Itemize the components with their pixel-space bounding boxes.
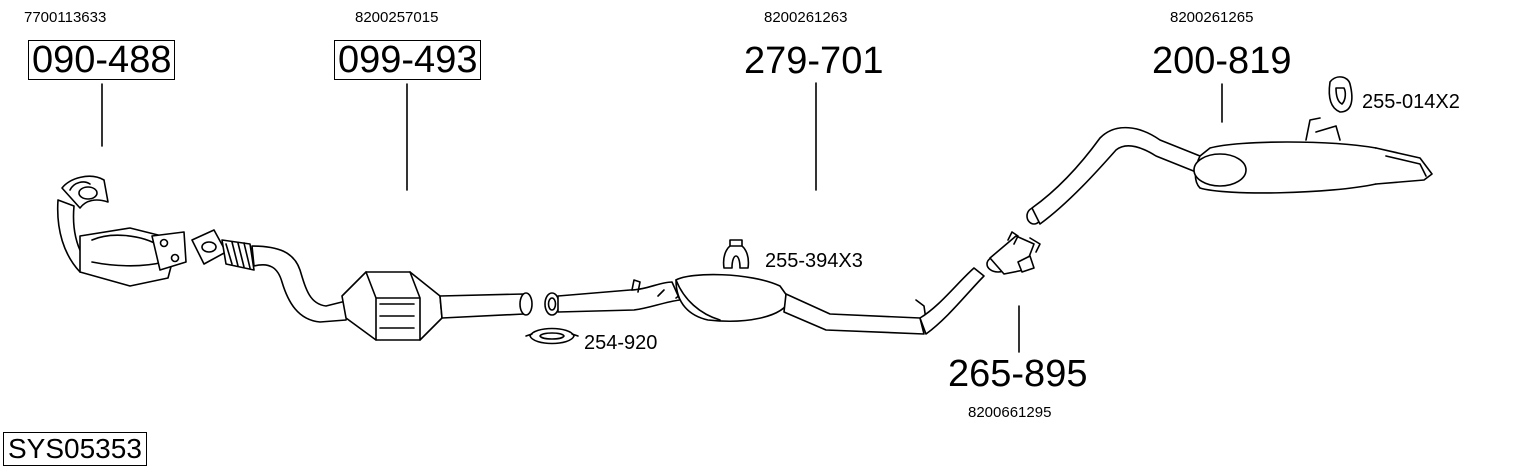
accessory-label-2: 255-394X3: [765, 250, 863, 272]
connector-clamp-part: [986, 231, 1041, 275]
center-silencer-part: [544, 267, 985, 335]
oem-number-3: 8200261263: [764, 9, 848, 26]
accessory-label-1: 255-014X2: [1362, 91, 1460, 113]
oem-number-2: 8200257015: [355, 9, 439, 26]
accessory-label-3: 254-920: [584, 332, 658, 354]
part-number-5: 265-895: [948, 353, 1088, 395]
manifold-downpipe-part: [56, 175, 187, 287]
mount-255-394-icon: [722, 239, 750, 269]
part-number-2: 099-493: [334, 40, 482, 80]
part-number-4: 200-819: [1152, 40, 1292, 82]
part-number-1: 090-488: [28, 40, 176, 80]
oem-number-1: 7700113633: [24, 9, 107, 26]
hanger-255-014-icon: [1328, 76, 1353, 113]
rear-silencer-part: [1026, 117, 1433, 225]
front-pipe-catalyst-part: [191, 229, 533, 341]
part-number-3: 279-701: [744, 40, 884, 82]
clamp-254-920-icon: [525, 327, 579, 345]
oem-number-5: 8200661295: [968, 404, 1052, 421]
system-code-label: SYS05353: [3, 432, 147, 466]
oem-number-4: 8200261265: [1170, 9, 1254, 26]
